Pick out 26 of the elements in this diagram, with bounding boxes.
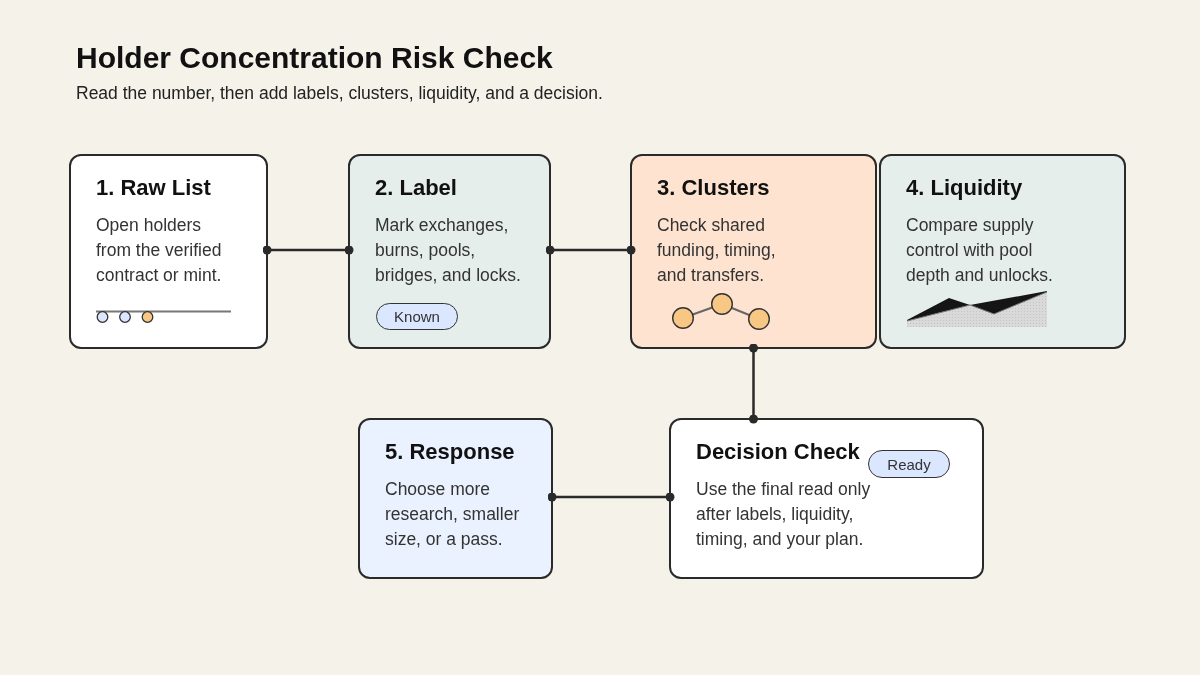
card-description: Choose more research, smaller size, or a pass. xyxy=(385,478,521,551)
card-heading: 3. Clusters xyxy=(657,175,770,201)
connector-line xyxy=(262,245,354,255)
step-card xyxy=(669,418,984,579)
card-heading: 4. Liquidity xyxy=(906,175,1023,201)
status-tag: Known xyxy=(376,303,458,330)
card-description: Check shared funding, timing, and transfers. xyxy=(657,214,777,287)
card-heading: 2. Label xyxy=(375,175,457,201)
diagram-subtitle: Read the number, then add labels, clusters, liquidity, and a decision. xyxy=(76,82,603,104)
step-card xyxy=(630,154,877,349)
card-heading: 1. Raw List xyxy=(96,175,211,201)
card-heading: 5. Response xyxy=(385,439,515,465)
step-card xyxy=(358,418,553,579)
connector-line xyxy=(749,343,758,424)
card-description: Mark exchanges, burns, pools, bridges, and locks. xyxy=(375,214,522,287)
connector-line xyxy=(547,492,675,502)
connector-line xyxy=(545,245,636,255)
step-card xyxy=(879,154,1126,349)
step-card xyxy=(348,154,551,349)
status-tag: Ready xyxy=(868,450,950,478)
step-card xyxy=(69,154,268,349)
card-description: Use the final read only after labels, liquidity, timing, and your plan. xyxy=(696,478,872,551)
card-description: Open holders from the verified contract or mint. xyxy=(96,214,223,287)
card-heading: Decision Check xyxy=(696,439,860,465)
diagram-title: Holder Concentration Risk Check xyxy=(76,40,553,76)
card-description: Compare supply control with pool depth and unlocks. xyxy=(906,214,1054,287)
